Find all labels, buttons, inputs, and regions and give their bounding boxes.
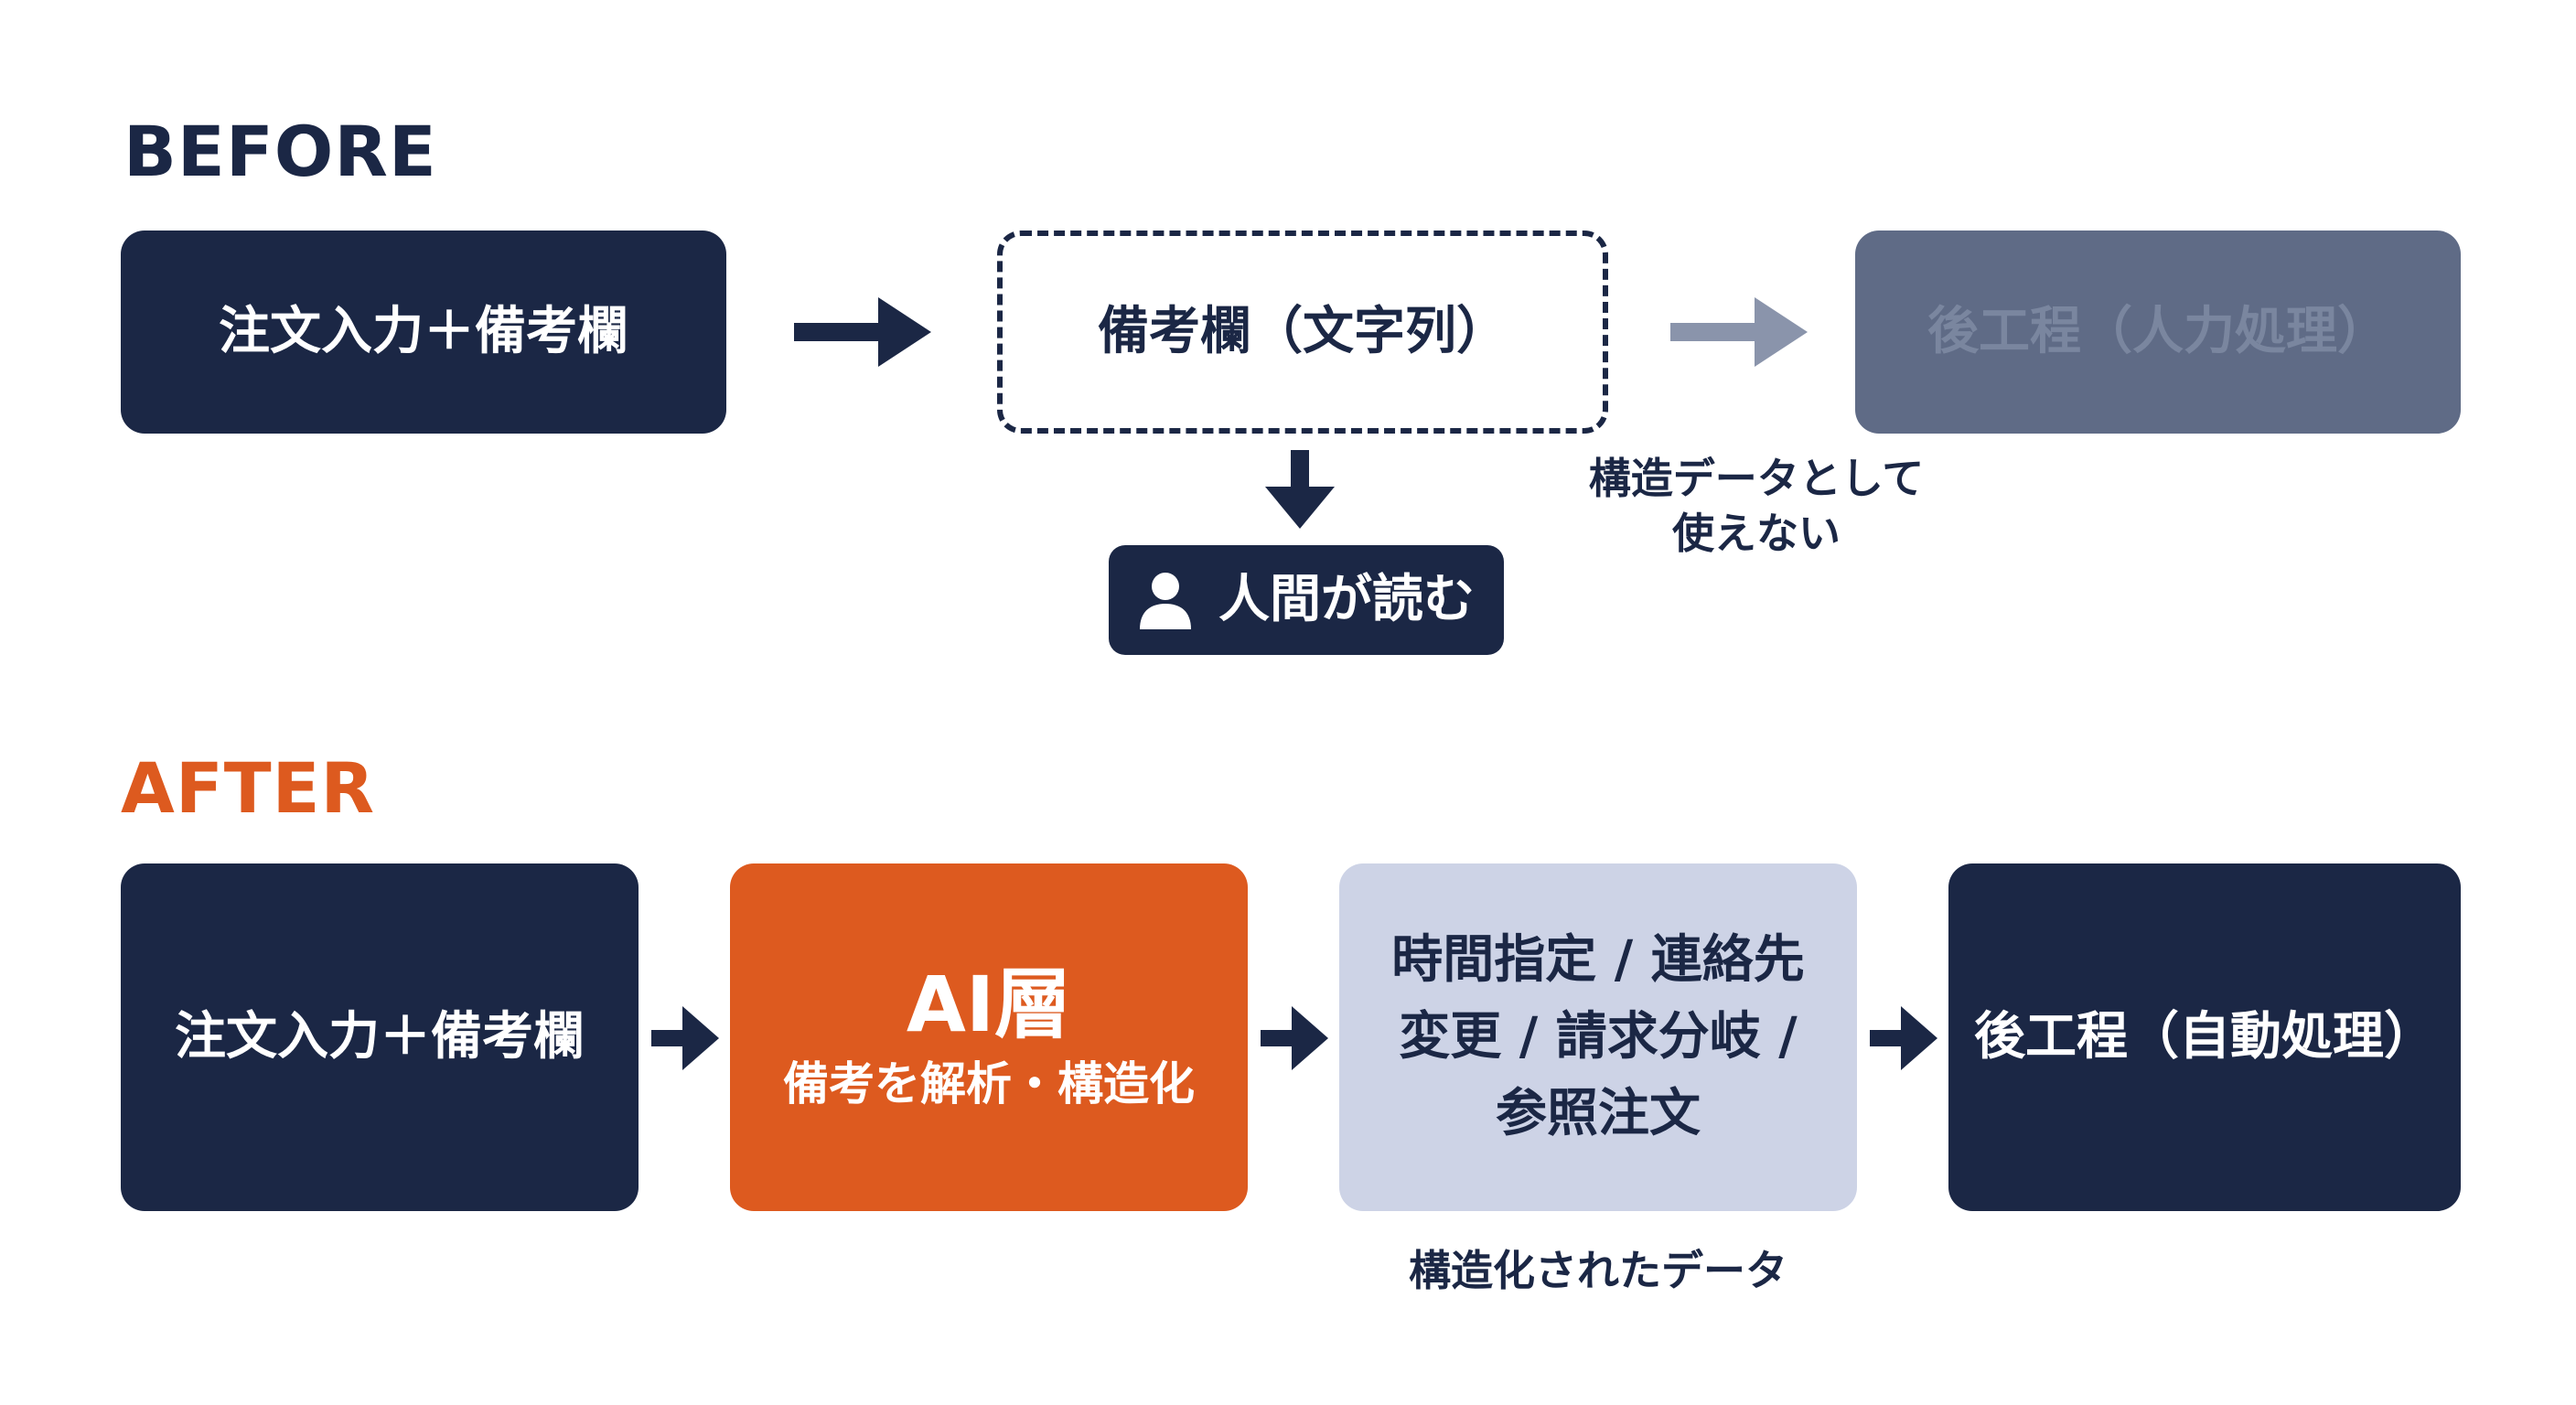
before-input-box: 注文入力＋備考欄 (121, 231, 726, 434)
before-note: 構造データとして 使えない (1564, 452, 1948, 562)
before-post-box: 後工程（人力処理） (1855, 231, 2461, 434)
before-note-line2: 使えない (1672, 508, 1841, 558)
structured-line-3: 参照注文 (1496, 1084, 1701, 1143)
before-post-label: 後工程（人力処理） (1927, 302, 2388, 362)
after-arrow-3 (1870, 1006, 1937, 1070)
before-remarks-box: 備考欄（文字列） (997, 231, 1608, 434)
before-label: BEFORE (123, 111, 437, 192)
before-remarks-label: 備考欄（文字列） (1098, 302, 1508, 362)
human-reads-label: 人間が読む (1218, 570, 1475, 630)
before-arrow-down (1265, 450, 1335, 529)
ai-layer-subtitle: 備考を解析・構造化 (783, 1056, 1195, 1110)
after-post-label: 後工程（自動処理） (1974, 1007, 2435, 1067)
after-note: 構造化されたデータ (1409, 1246, 1787, 1295)
after-arrow-2 (1261, 1006, 1328, 1070)
ai-layer-box: AI層 備考を解析・構造化 (730, 863, 1248, 1211)
before-arrow-gray (1670, 297, 1808, 367)
human-reads-badge: 人間が読む (1109, 545, 1504, 655)
structured-line-1: 時間指定 / 連絡先 (1391, 930, 1805, 990)
person-icon (1140, 573, 1191, 629)
after-input-label: 注文入力＋備考欄 (175, 1007, 585, 1067)
before-input-label: 注文入力＋備考欄 (219, 302, 628, 362)
ai-layer-title: AI層 (906, 960, 1072, 1050)
after-arrow-1 (651, 1006, 719, 1070)
before-arrow-1 (794, 297, 931, 367)
before-note-line1: 構造データとして (1588, 454, 1925, 503)
after-input-box: 注文入力＋備考欄 (121, 863, 639, 1211)
after-label: AFTER (121, 747, 376, 829)
after-post-box: 後工程（自動処理） (1948, 863, 2461, 1211)
structured-data-box: 時間指定 / 連絡先 変更 / 請求分岐 / 参照注文 (1339, 863, 1857, 1211)
structured-line-2: 変更 / 請求分岐 / (1399, 1007, 1798, 1067)
